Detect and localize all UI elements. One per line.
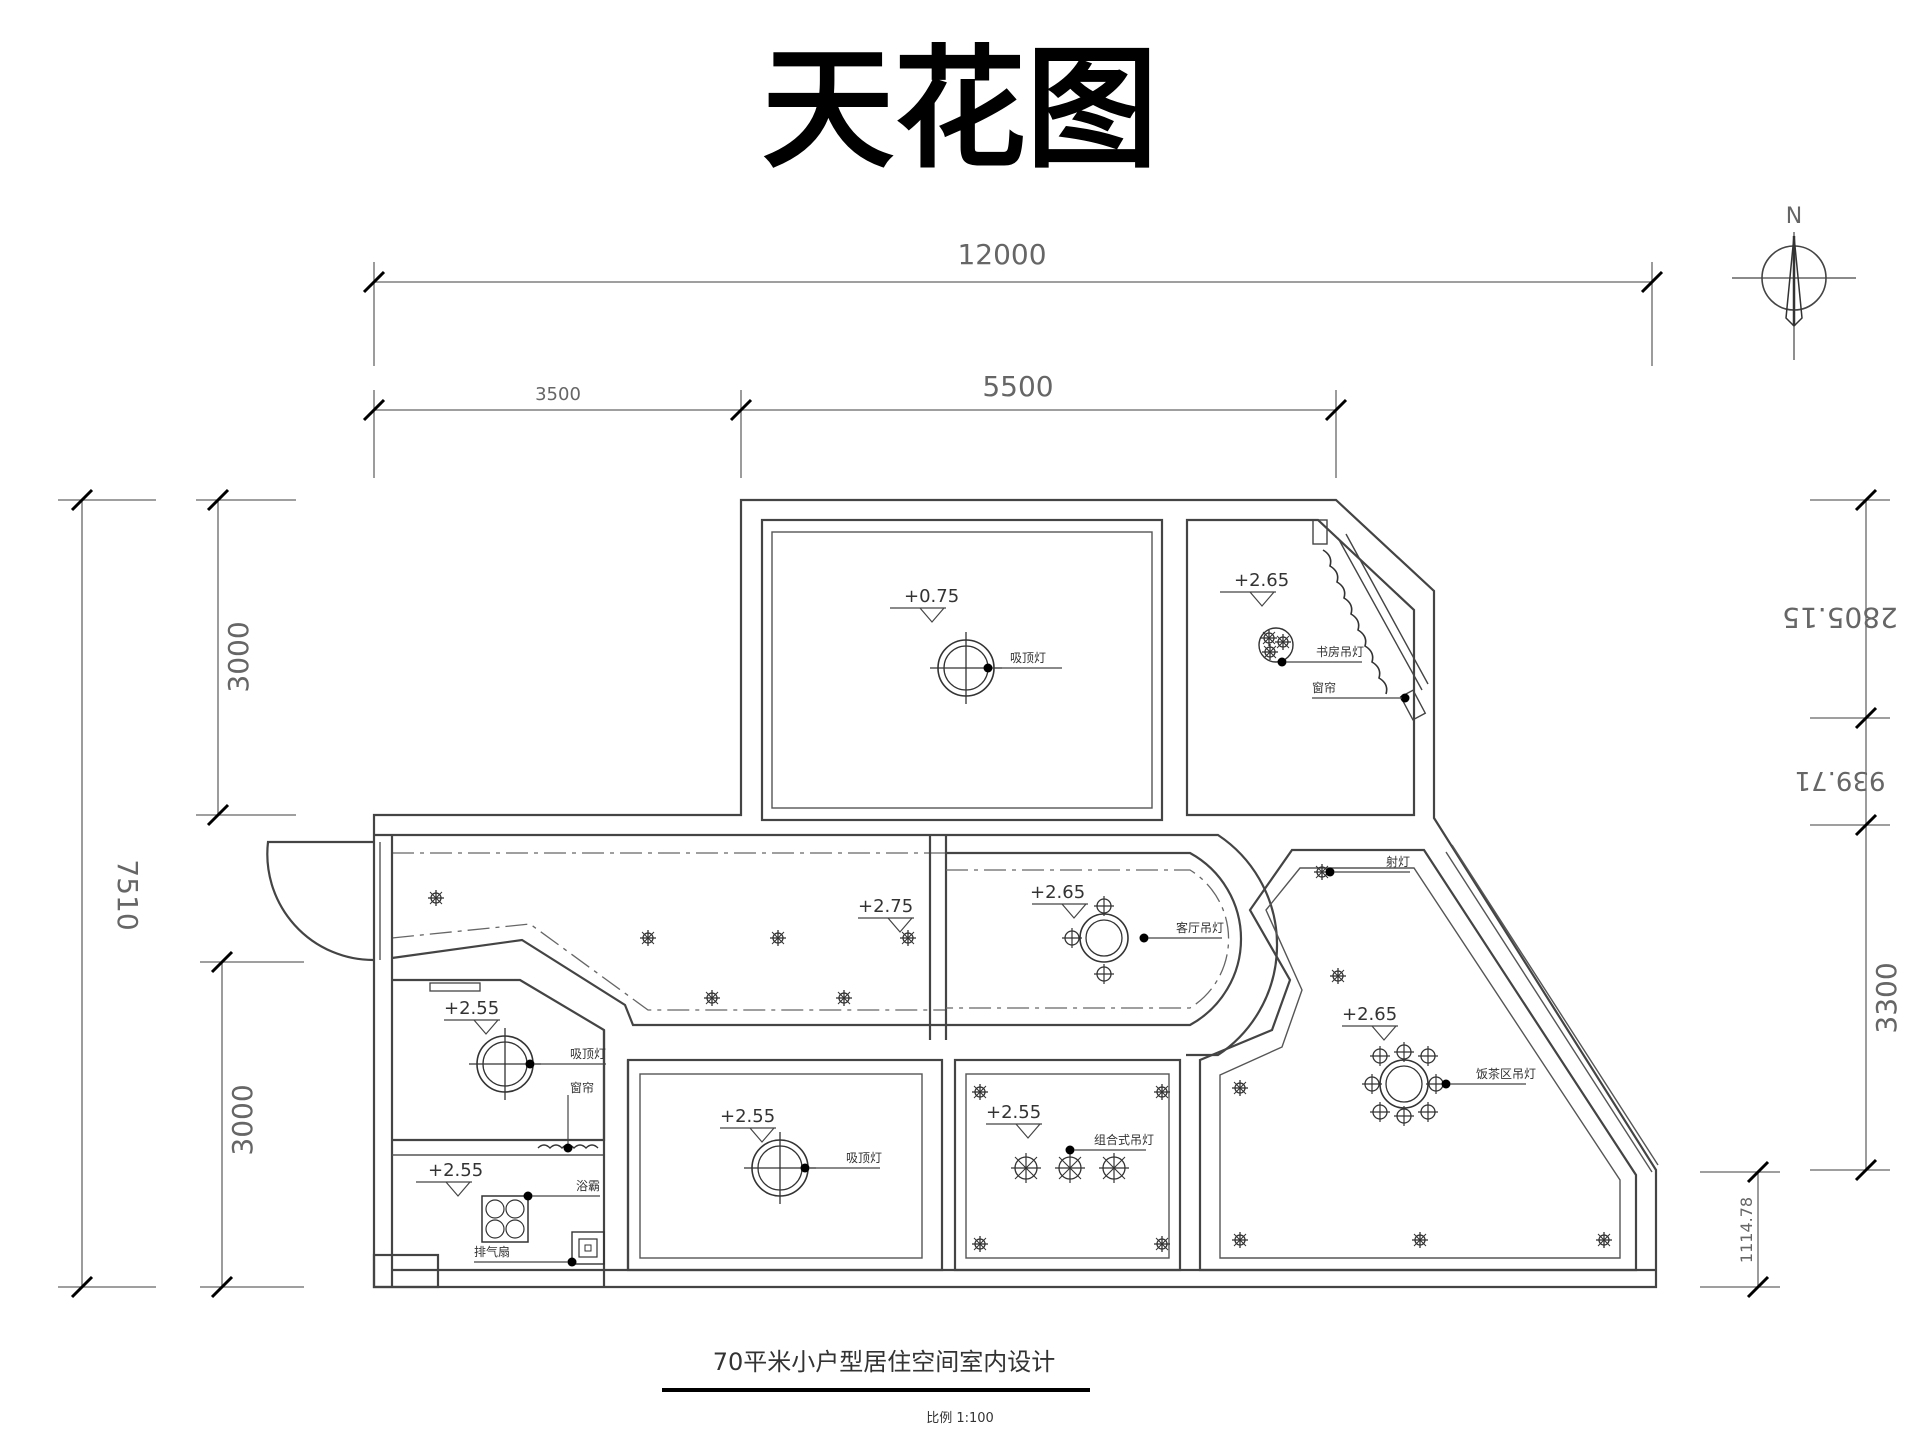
- bath-heater-icon: [481, 1195, 529, 1243]
- dim-right-lower: 3300: [1870, 962, 1903, 1033]
- study-chandelier-icon: [1258, 627, 1294, 663]
- elev-bath: +2.55: [428, 1160, 483, 1181]
- spotlight-icon: [1231, 1231, 1249, 1249]
- north-label: N: [1786, 204, 1802, 229]
- elev-top-room: +0.75: [904, 586, 959, 607]
- dim-top-total: 12000: [957, 238, 1046, 271]
- pendant-light-icon: [1054, 1152, 1086, 1184]
- dim-left-upper: 3000: [222, 621, 255, 692]
- study-window-curtain-icon: [1312, 519, 1429, 721]
- spotlight-icon: [1153, 1083, 1171, 1101]
- elev-kitchen: +2.55: [444, 998, 499, 1019]
- label-combo-light: 组合式吊灯: [1094, 1132, 1154, 1147]
- elev-dining: +2.65: [1342, 1004, 1397, 1025]
- spotlight-icon: [1153, 1235, 1171, 1253]
- elev-bedroom: +2.55: [720, 1106, 775, 1127]
- elevation-marker-icon: [443, 1019, 501, 1035]
- elevation-marker-icon: [985, 1123, 1043, 1139]
- spotlight-icon: [835, 989, 853, 1007]
- elev-living: +2.65: [1030, 882, 1085, 903]
- spotlight-icon: [1595, 1231, 1613, 1249]
- spotlight-icon: [971, 1235, 989, 1253]
- north-arrow-icon: [1732, 232, 1856, 360]
- elevation-marker-icon: [719, 1127, 777, 1143]
- spotlight-icon: [1329, 967, 1347, 985]
- spotlight-icon: [899, 929, 917, 947]
- project-name: 70平米小户型居住空间室内设计: [713, 1348, 1056, 1376]
- right-dimension: [1700, 488, 1890, 1299]
- pendant-light-icon: [1010, 1152, 1042, 1184]
- dim-right-upper: 2805.15: [1782, 601, 1898, 634]
- floor-plan-walls: [266, 498, 1659, 1289]
- drawing-title: 天花图: [762, 32, 1158, 187]
- dim-top-left: 3500: [535, 384, 581, 405]
- elev-corridor: +2.75: [858, 896, 913, 917]
- left-dimension-sub: [196, 488, 304, 1299]
- elevation-marker-icon: [1219, 591, 1277, 607]
- label-top-room-light: 吸顶灯: [1010, 651, 1046, 665]
- spotlight-icon: [639, 929, 657, 947]
- elevation-marker-icon: [1031, 903, 1089, 919]
- elev-mid-room: +2.55: [986, 1102, 1041, 1123]
- top-dimension-sub: [362, 390, 1348, 478]
- dim-left-total: 7510: [111, 859, 144, 930]
- left-dimension-total: [58, 488, 156, 1299]
- spotlight-icon: [1411, 1231, 1429, 1249]
- spotlight-icon: [971, 1083, 989, 1101]
- spotlight-icon: [1231, 1079, 1249, 1097]
- dim-left-lower: 3000: [226, 1084, 259, 1155]
- label-bath-heater: 浴霸: [576, 1179, 600, 1193]
- top-dimension-total: [362, 262, 1664, 366]
- elevation-marker-icon: [857, 917, 915, 933]
- living-chandelier-icon: [1061, 895, 1129, 985]
- spotlight-icon: [427, 889, 445, 907]
- elev-study: +2.65: [1234, 570, 1289, 591]
- label-curtain: 窗帘: [1312, 680, 1336, 695]
- kitchen-vent-icon: [429, 982, 481, 992]
- spotlight-icon: [769, 929, 787, 947]
- label-kitchen-light: 吸顶灯: [570, 1047, 606, 1061]
- dim-right-mid: 939.71: [1795, 765, 1886, 795]
- pendant-light-icon: [1098, 1152, 1130, 1184]
- elevation-marker-icon: [1341, 1025, 1399, 1041]
- exhaust-fan-icon: [571, 1231, 605, 1265]
- label-spot: 射灯: [1386, 854, 1410, 869]
- label-study-light: 书房吊灯: [1316, 644, 1364, 659]
- elevation-marker-icon: [889, 607, 947, 623]
- dim-right-bottom: 1114.78: [1737, 1197, 1756, 1263]
- label-exhaust-fan: 排气扇: [474, 1244, 510, 1259]
- scale-label: 比例 1:100: [926, 1411, 994, 1426]
- label-dining-light: 饭茶区吊灯: [1476, 1066, 1536, 1081]
- dining-chandelier-icon: [1361, 1041, 1447, 1127]
- label-living-light: 客厅吊灯: [1176, 920, 1224, 935]
- label-kitchen-curtain: 窗帘: [570, 1080, 594, 1095]
- spotlight-icon: [703, 989, 721, 1007]
- dim-top-mid: 5500: [982, 370, 1053, 403]
- elevation-marker-icon: [415, 1181, 473, 1197]
- label-bedroom-light: 吸顶灯: [846, 1151, 882, 1165]
